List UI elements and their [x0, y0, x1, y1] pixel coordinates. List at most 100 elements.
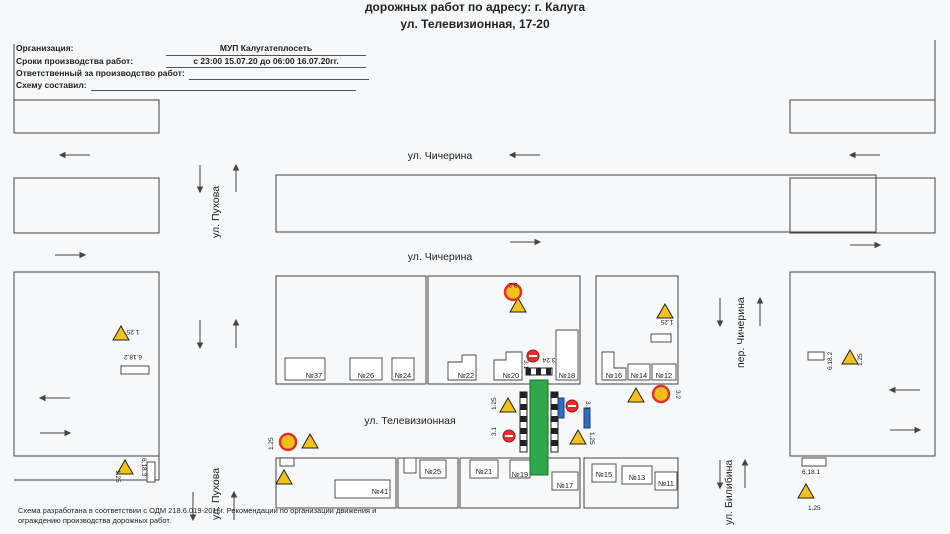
block-right-upper	[789, 177, 936, 234]
block-left-lower	[13, 271, 160, 457]
roadwork-sign-icon	[116, 458, 134, 475]
roadwork-sign-icon	[627, 386, 645, 403]
sign-code: 1.25	[857, 353, 864, 366]
building-label: №13	[629, 473, 645, 482]
building-numbers: №37 №26 №24 №22 №20 №18 №16 №14 №12 №25 …	[306, 371, 674, 496]
roadwork-signs	[112, 296, 859, 499]
sign-code: 1.25	[588, 432, 595, 445]
building-label: №21	[476, 467, 492, 476]
roadwork-sign-icon	[656, 302, 674, 319]
sign-code: 6.18.3	[140, 458, 147, 476]
building-label: №25	[425, 467, 441, 476]
block-bottom-right	[583, 457, 679, 509]
responsible-label: Ответственный за производство работ:	[16, 68, 185, 78]
sign-code: 1.25	[268, 437, 275, 450]
roadwork-sign-icon	[841, 348, 859, 365]
responsible-value	[188, 68, 369, 80]
sign-code: 1.25	[660, 318, 673, 325]
street-blocks	[13, 40, 936, 509]
street-televizionnaya: ул. Телевизионная	[364, 415, 455, 427]
sign-code: 3.1	[491, 427, 498, 436]
roadwork-sign-icon	[301, 432, 319, 449]
speed-limit-sign-icon	[278, 432, 298, 452]
roadwork-sign-icon	[275, 468, 293, 485]
detour-plate-icon	[807, 351, 825, 361]
building-label: №22	[458, 371, 474, 380]
detour-plate-icon	[120, 365, 150, 375]
detour-plate-icon	[146, 461, 156, 483]
footer-line-2: ограждению производства дорожных работ.	[18, 516, 172, 525]
detour-plate-icon	[801, 457, 827, 467]
sign-code: 1.25	[808, 505, 821, 512]
header-line-2: ул. Телевизионная, 17-20	[400, 17, 550, 31]
info-plate-icon	[557, 397, 565, 419]
sign-code: 1.25	[126, 328, 139, 335]
block-top-left	[13, 99, 160, 134]
footer-note: Схема разработана в соответствии с ОДМ 2…	[18, 506, 438, 526]
block-right-lower	[789, 271, 936, 457]
block-bottom-mid1	[397, 457, 459, 509]
barrier-top	[525, 367, 553, 376]
barrier-left	[519, 391, 528, 453]
building-label: №41	[372, 487, 388, 496]
detour-plate-icon	[650, 333, 672, 343]
sign-code: 3.1	[584, 401, 591, 410]
org-value: МУП Калугатеплосеть	[166, 43, 366, 56]
block-left-upper	[13, 177, 160, 234]
roadwork-sign-icon	[509, 296, 527, 313]
info-plate-icon	[583, 407, 591, 429]
info-block: Организация: МУП Калугатеплосеть Сроки пр…	[16, 43, 369, 91]
building-label: №24	[395, 371, 411, 380]
sign-code: 3.2	[674, 390, 681, 399]
building-label: №37	[306, 371, 322, 380]
route-plates	[120, 333, 827, 483]
building-label: №17	[557, 481, 573, 490]
street-per-chicherina: пер. Чичерина	[735, 297, 747, 368]
street-pukhova-top: ул. Пухова	[210, 186, 222, 238]
sign-code: 3.24	[542, 356, 555, 363]
excavation-area	[529, 379, 549, 476]
building-label: №12	[656, 371, 672, 380]
sign-code: 6.18.2	[827, 352, 834, 370]
traffic-arrows	[38, 151, 922, 522]
period-label: Сроки производства работ:	[16, 55, 134, 66]
detour-plate-icon	[279, 457, 295, 467]
detour-plates	[557, 397, 591, 429]
block-left-bottom	[14, 455, 160, 481]
street-pukhova-bottom: ул. Пухова	[210, 468, 222, 520]
building-label: №19	[512, 470, 528, 479]
speed-limit-sign-icon	[651, 384, 671, 404]
block-center-mid	[427, 275, 581, 385]
building-label: №15	[596, 470, 612, 479]
buildings	[284, 329, 678, 499]
restriction-signs	[278, 282, 671, 452]
block-center-right	[595, 275, 679, 385]
building-label: №20	[503, 371, 519, 380]
footer-line-1: Схема разработана в соответствии с ОДМ 2…	[18, 506, 377, 515]
sign-code: 3.1	[522, 360, 529, 369]
author-label: Схему составил:	[16, 79, 87, 90]
sign-code: 6.18.1	[802, 469, 820, 476]
period-value: с 23:00 15.07.20 до 06:00 16.07.20гг.	[166, 56, 366, 68]
org-label: Организация:	[16, 43, 74, 53]
block-bottom-mid2	[459, 457, 581, 509]
building-label: №16	[606, 371, 622, 380]
building-label: №14	[631, 371, 647, 380]
street-chicherina-top: ул. Чичерина	[408, 150, 473, 162]
barrier-right	[550, 391, 559, 453]
block-top-right	[789, 99, 936, 134]
building-label: №18	[559, 371, 575, 380]
street-bilibina: ул. Билибина	[723, 460, 735, 525]
sign-code: 1.25	[491, 397, 498, 410]
block-center-chicherina	[275, 174, 877, 233]
header-line-1: дорожных работ по адресу: г. Калуга	[364, 0, 586, 14]
roadwork-sign-icon	[499, 396, 517, 413]
roadwork-sign-icon	[797, 482, 815, 499]
building-label: №26	[358, 371, 374, 380]
street-chicherina-mid: ул. Чичерина	[408, 251, 473, 263]
sign-code: 1.25	[114, 470, 121, 483]
sign-code: 3.2	[508, 281, 517, 288]
speed-limit-sign-icon	[503, 282, 523, 302]
author-value	[90, 80, 356, 91]
